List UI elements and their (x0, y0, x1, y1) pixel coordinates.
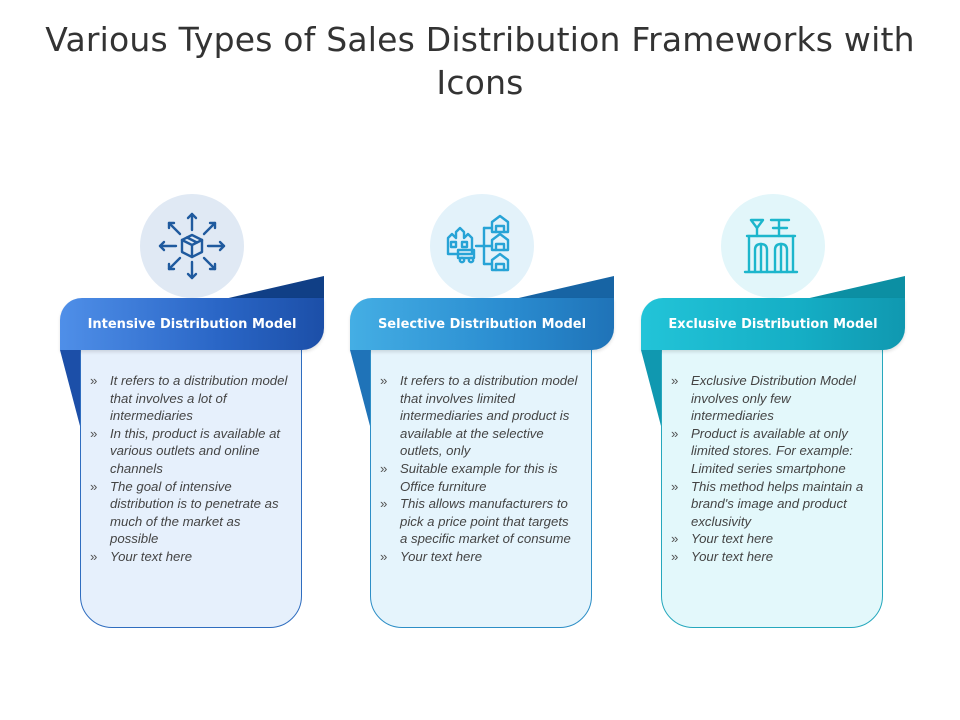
list-item: » It refers to a distribution model that … (378, 372, 578, 460)
bullet-text: Exclusive Distribution Model involves on… (691, 373, 856, 424)
icon-circle (721, 194, 825, 298)
list-item: » In this, product is available at variou… (88, 425, 288, 478)
list-item: » It refers to a distribution model that … (88, 372, 288, 425)
ribbon-fold (801, 276, 905, 300)
selective-distribution-card: » It refers to a distribution model that … (350, 0, 620, 720)
bullet-text: Suitable example for this is Office furn… (400, 460, 558, 494)
bullet-text: In this, product is available at various… (110, 425, 281, 476)
list-item: » Your text here (669, 548, 869, 566)
bullet-marker: » (380, 460, 388, 476)
bullet-marker: » (90, 478, 98, 494)
bullet-list: » It refers to a distribution model that … (378, 372, 578, 566)
list-item: » Exclusive Distribution Model involves o… (669, 372, 869, 425)
list-item: » Suitable example for this is Office fur… (378, 460, 578, 495)
bullet-marker: » (380, 373, 388, 388)
description-box (370, 300, 592, 628)
bullet-marker: » (671, 531, 679, 547)
bullet-marker: » (90, 373, 98, 388)
bullet-text: It refers to a distribution model that i… (400, 373, 578, 459)
bullet-marker: » (90, 425, 98, 441)
bullet-marker: » (380, 548, 388, 564)
ribbon-tail (60, 350, 80, 426)
list-item: » Product is available at only limited st… (669, 425, 869, 478)
bullet-text: This allows manufacturers to pick a pric… (400, 496, 571, 547)
list-item: » This allows manufacturers to pick a pri… (378, 495, 578, 548)
bullet-text: Your text here (400, 548, 483, 564)
bullet-text: Product is available at only limited sto… (691, 425, 853, 476)
list-item: » Your text here (378, 548, 578, 566)
factory-to-warehouses-icon (446, 214, 510, 272)
list-item: » This method helps maintain a brand's im… (669, 478, 869, 531)
bullet-marker: » (380, 496, 388, 512)
card-heading: Intensive Distribution Model (60, 298, 324, 350)
description-box (661, 300, 883, 628)
bullet-text: Your text here (691, 548, 774, 564)
exclusive-distribution-card: » Exclusive Distribution Model involves o… (641, 0, 911, 720)
bullet-list: » Exclusive Distribution Model involves o… (669, 372, 869, 566)
bullet-text: Your text here (110, 548, 193, 564)
bullet-marker: » (90, 548, 98, 564)
ribbon-tail (350, 350, 370, 426)
ribbon-fold (220, 276, 324, 300)
bullet-marker: » (671, 425, 679, 441)
card-heading: Exclusive Distribution Model (641, 298, 905, 350)
intensive-distribution-card: » It refers to a distribution model that … (60, 0, 330, 720)
card-heading: Selective Distribution Model (350, 298, 614, 350)
list-item: » Your text here (88, 548, 288, 566)
page-title: Various Types of Sales Distribution Fram… (45, 20, 915, 102)
ribbon-fold (510, 276, 614, 300)
bullet-text: Your text here (691, 531, 774, 547)
bullet-text: It refers to a distribution model that i… (110, 373, 288, 424)
description-box (80, 300, 302, 628)
bullet-marker: » (671, 548, 679, 564)
exclusive-store-icon (743, 218, 799, 274)
bullet-marker: » (671, 478, 679, 494)
list-item: » The goal of intensive distribution is t… (88, 478, 288, 548)
bullet-text: The goal of intensive distribution is to… (110, 478, 279, 547)
icon-circle (430, 194, 534, 298)
bullet-list: » It refers to a distribution model that … (88, 372, 288, 566)
bullet-marker: » (671, 373, 679, 388)
list-item: » Your text here (669, 530, 869, 548)
icon-circle (140, 194, 244, 298)
ribbon-tail (641, 350, 661, 426)
distribution-arrows-box-icon (158, 212, 226, 280)
bullet-text: This method helps maintain a brand's ima… (691, 478, 864, 529)
